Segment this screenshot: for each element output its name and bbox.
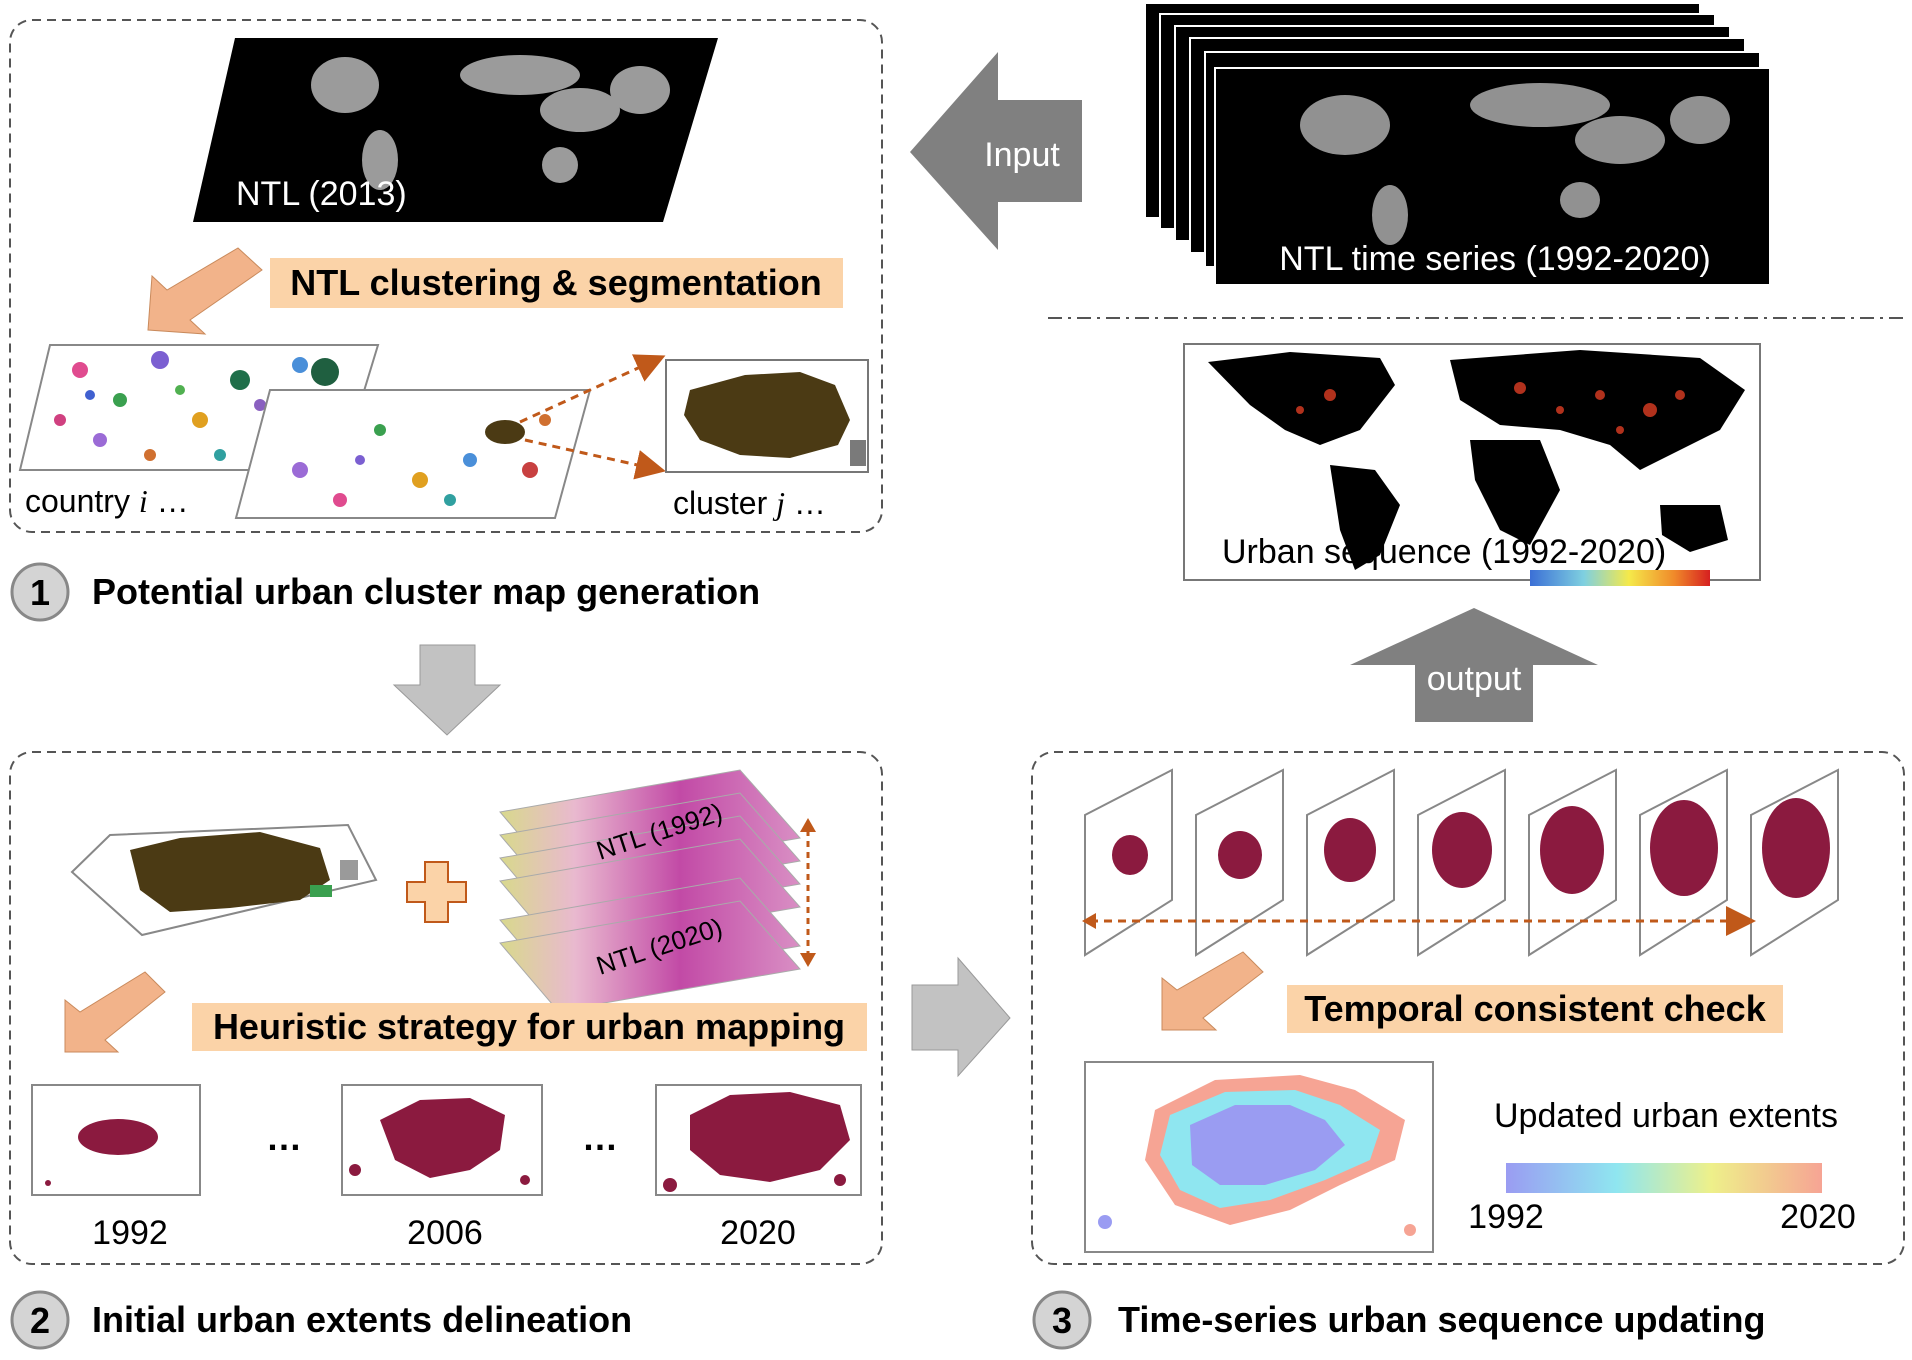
clustering-label: NTL clustering & segmentation [290, 262, 821, 303]
stack-arrow-up [800, 818, 816, 832]
output-label: output [1427, 660, 1522, 698]
panel-1-frame [9, 19, 883, 533]
input-arrow [910, 52, 1082, 250]
arrow-down-left-3 [1161, 951, 1264, 1031]
step-3-badge [1032, 1290, 1092, 1350]
step-2-title: Initial urban extents delineation [92, 1299, 632, 1340]
urban-sequence-map: Urban sequence (1992-2020) [1183, 343, 1761, 586]
ellipsis-2: … [582, 1117, 618, 1158]
urban-extent-2020 [655, 1084, 862, 1196]
ntl-2013-label: NTL (2013) [236, 175, 407, 213]
ntl-2013-map: NTL (2013) [193, 38, 718, 222]
urban-extent-2006 [341, 1084, 543, 1196]
stack-arrow-down [800, 953, 816, 967]
updated-extents-map [1084, 1061, 1434, 1253]
time-series-sheets [1084, 768, 1839, 957]
output-arrow [1350, 608, 1598, 722]
step-3-title: Time-series urban sequence updating [1118, 1299, 1766, 1340]
dashed-arrow-cluster-bottom [524, 438, 666, 480]
urban-sequence-colorbar [1530, 570, 1710, 586]
panel-2-frame [9, 751, 883, 1265]
legend-colorbar [1506, 1163, 1822, 1193]
cluster-label: cluster j … [673, 485, 826, 521]
country-label: country i … [25, 483, 189, 519]
arrow-right-2 [911, 956, 1011, 1078]
temporal-check-label: Temporal consistent check [1304, 988, 1766, 1029]
legend-title: Updated urban extents [1494, 1097, 1838, 1135]
step-3-number: 3 [1052, 1300, 1072, 1341]
arrow-down-left-2 [64, 971, 166, 1053]
heuristic-label: Heuristic strategy for urban mapping [213, 1006, 845, 1047]
highlight-bg-2 [192, 1003, 867, 1051]
plus-icon [406, 861, 467, 923]
legend-max: 2020 [1780, 1198, 1856, 1236]
panel-3-frame [1031, 751, 1905, 1265]
legend-min: 1992 [1468, 1198, 1544, 1236]
country-cluster-map-2 [234, 389, 592, 519]
urban-sequence-label: Urban sequence (1992-2020) [1222, 533, 1666, 571]
arrow-down-1 [392, 644, 502, 736]
highlight-bg-3 [1287, 985, 1783, 1033]
step-2-number: 2 [30, 1300, 50, 1341]
ntl-series-label: NTL time series (1992-2020) [1279, 240, 1710, 278]
ntl-time-series-stack: NTL time series (1992-2020) [1144, 2, 1771, 286]
cluster-sheet [70, 823, 378, 937]
step-1-title: Potential urban cluster map generation [92, 571, 760, 612]
ntl-stack: NTL (1992) NTL (2020) [499, 769, 801, 1012]
year-1992-label: 1992 [92, 1214, 168, 1252]
urban-extent-1992 [31, 1084, 201, 1196]
step-1-badge [10, 562, 70, 622]
step-1-number: 1 [30, 572, 50, 613]
cluster-zoom-map [665, 359, 869, 473]
time-arrow-left [1082, 913, 1096, 929]
arrow-down-left-1 [147, 247, 263, 335]
dashed-arrow-cluster-top [519, 354, 666, 424]
year-2006-label: 2006 [407, 1214, 483, 1252]
ellipsis-1: … [266, 1117, 302, 1158]
year-2020-label: 2020 [720, 1214, 796, 1252]
highlight-bg-1 [270, 258, 843, 308]
step-2-badge [10, 1290, 70, 1350]
input-label: Input [984, 136, 1060, 174]
